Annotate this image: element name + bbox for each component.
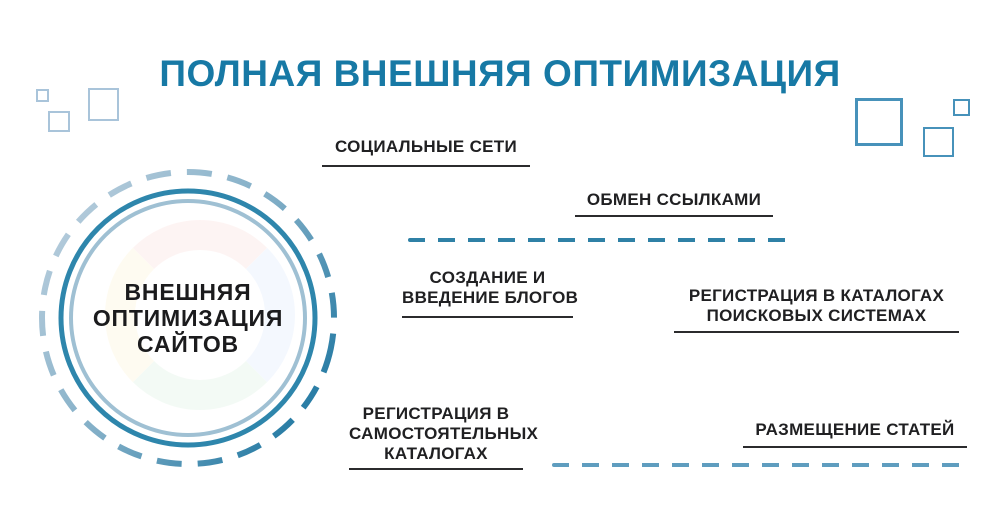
item-search-engine-catalogs: РЕГИСТРАЦИЯ В КАТАЛОГАХ ПОИСКОВЫХ СИСТЕМ… [674, 286, 959, 333]
item-blog-creation: СОЗДАНИЕ И ВВЕДЕНИЕ БЛОГОВ [402, 268, 579, 318]
item-label: КАТАЛОГАХ [384, 444, 488, 463]
item-label: ОБМЕН ССЫЛКАМИ [586, 190, 762, 209]
label-underline [575, 215, 773, 217]
hub-inner-ring [69, 199, 307, 437]
decor-square-icon [923, 127, 954, 157]
item-label: СОЦИАЛЬНЫЕ СЕТИ [334, 137, 518, 156]
decor-square-icon [48, 111, 70, 132]
label-underline [349, 468, 523, 470]
hub-outer-ring [58, 188, 318, 448]
item-label: ПОИСКОВЫХ СИСТЕМАХ [706, 306, 927, 325]
label-underline [402, 316, 573, 318]
page-title: ПОЛНАЯ ВНЕШНЯЯ ОПТИМИЗАЦИЯ [159, 52, 841, 94]
decor-square-icon [953, 99, 970, 116]
item-label: САМОСТОЯТЕЛЬНЫХ [349, 424, 539, 443]
decor-square-icon [88, 88, 119, 121]
decor-square-icon [855, 98, 903, 146]
dashed-connector-bottom [552, 463, 964, 467]
item-article-placement: РАЗМЕЩЕНИЕ СТАТЕЙ [743, 420, 967, 448]
hub-label-line: САЙТОВ [137, 331, 239, 357]
label-underline [322, 165, 530, 167]
ghost-logo-watermark [104, 220, 295, 410]
decor-square-icon [36, 89, 49, 102]
hub-label: ВНЕШНЯЯ ОПТИМИЗАЦИЯ САЙТОВ [68, 279, 308, 357]
hub-dashed-ring [39, 169, 337, 467]
hub-circle [39, 169, 337, 467]
item-link-exchange: ОБМЕН ССЫЛКАМИ [575, 190, 773, 217]
item-label: РЕГИСТРАЦИЯ В [362, 404, 510, 423]
dashed-connector-top [408, 238, 798, 242]
item-label: ВВЕДЕНИЕ БЛОГОВ [402, 288, 579, 307]
label-underline [743, 446, 967, 448]
item-independent-catalogs: РЕГИСТРАЦИЯ В САМОСТОЯТЕЛЬНЫХ КАТАЛОГАХ [349, 404, 539, 470]
hub-label-line: ВНЕШНЯЯ [124, 279, 252, 305]
item-social-networks: СОЦИАЛЬНЫЕ СЕТИ [322, 137, 530, 167]
item-label: СОЗДАНИЕ И [429, 268, 546, 287]
label-underline [674, 331, 959, 333]
hub-label-line: ОПТИМИЗАЦИЯ [92, 305, 284, 331]
item-label: РАЗМЕЩЕНИЕ СТАТЕЙ [755, 420, 955, 439]
item-label: РЕГИСТРАЦИЯ В КАТАЛОГАХ [688, 286, 945, 305]
